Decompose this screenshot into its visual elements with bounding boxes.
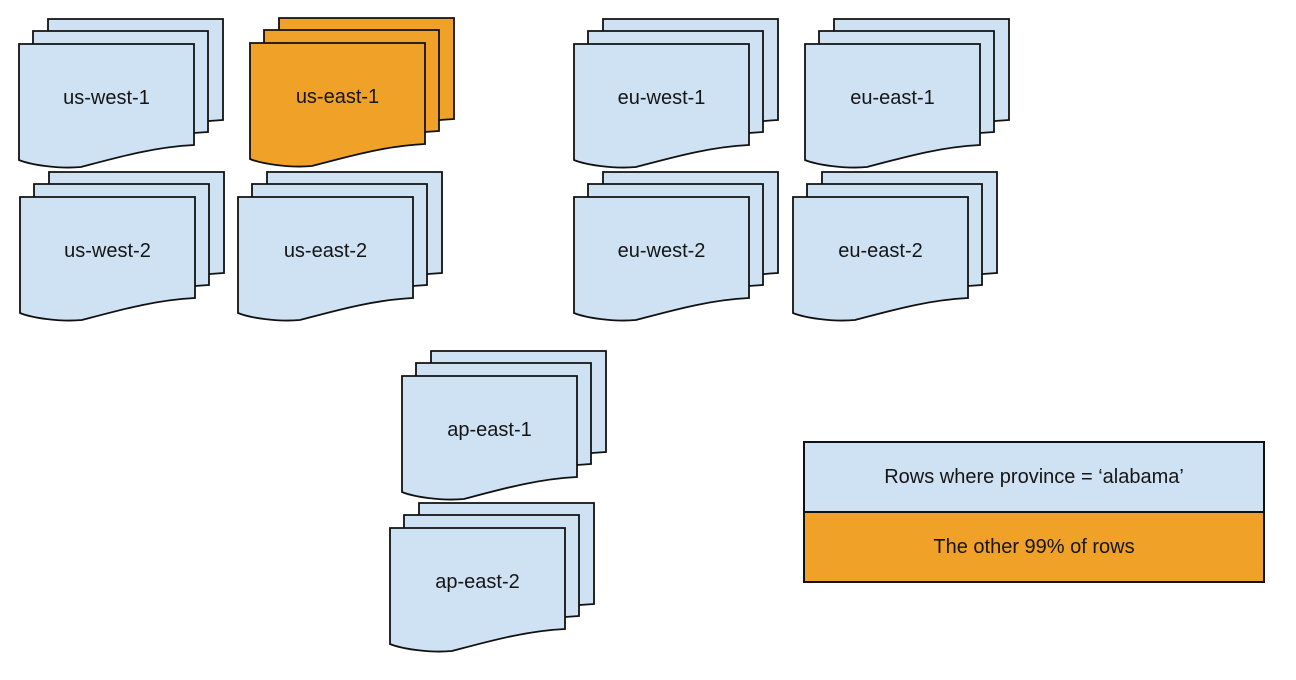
legend-row-alabama-rows: Rows where province = ‘alabama’	[805, 443, 1263, 511]
region-stack-us-west-2: us-west-2	[19, 171, 225, 322]
region-stack-us-west-1: us-west-1	[18, 18, 224, 169]
region-stack-eu-west-1: eu-west-1	[573, 18, 779, 169]
region-stack-eu-east-2: eu-east-2	[792, 171, 998, 322]
documents-stack-icon	[573, 171, 779, 322]
region-stack-us-east-2: us-east-2	[237, 171, 443, 322]
documents-stack-icon	[237, 171, 443, 322]
region-stack-us-east-1: us-east-1	[249, 17, 455, 168]
documents-stack-icon	[401, 350, 607, 501]
documents-stack-icon	[573, 18, 779, 169]
legend-label-other-rows: The other 99% of rows	[933, 535, 1135, 558]
documents-stack-icon	[804, 18, 1010, 169]
legend-label-alabama-rows: Rows where province = ‘alabama’	[884, 465, 1184, 488]
documents-stack-icon	[249, 17, 455, 168]
documents-stack-icon	[389, 502, 595, 653]
documents-stack-icon	[18, 18, 224, 169]
region-stack-ap-east-2: ap-east-2	[389, 502, 595, 653]
region-stack-eu-west-2: eu-west-2	[573, 171, 779, 322]
legend-row-other-rows: The other 99% of rows	[805, 511, 1263, 581]
documents-stack-icon	[19, 171, 225, 322]
legend: Rows where province = ‘alabama’ The othe…	[803, 441, 1265, 583]
region-stack-eu-east-1: eu-east-1	[804, 18, 1010, 169]
documents-stack-icon	[792, 171, 998, 322]
region-stack-ap-east-1: ap-east-1	[401, 350, 607, 501]
